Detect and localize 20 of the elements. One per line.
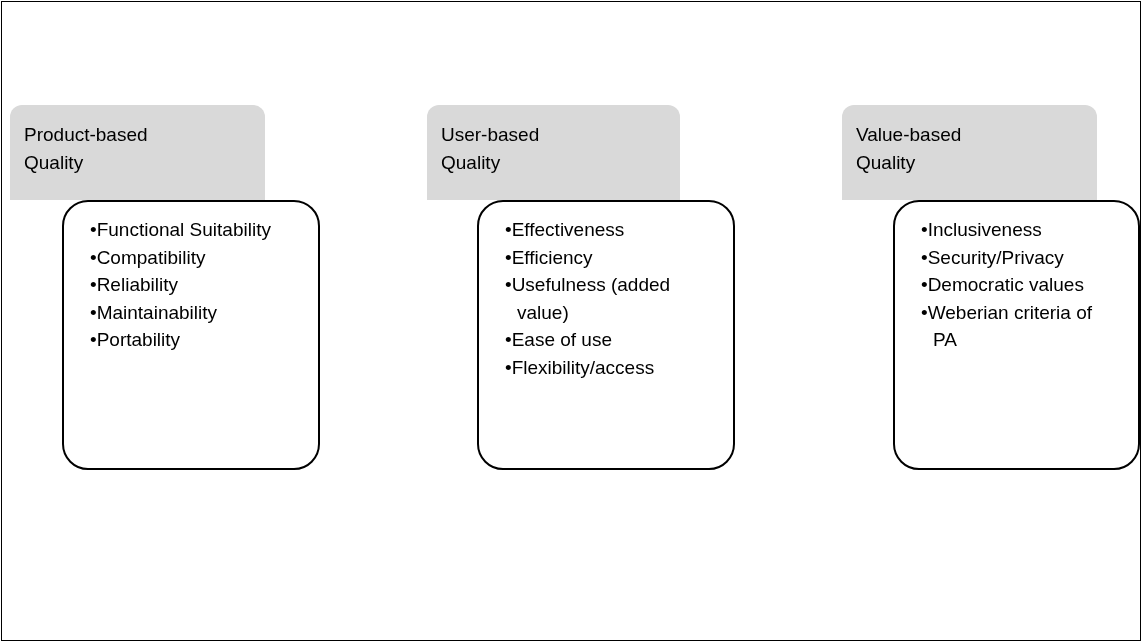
criterion-item: •Portability [90, 328, 182, 353]
criterion-item: •Inclusiveness [921, 218, 1043, 242]
criterion-item: •Effectiveness [505, 218, 626, 242]
criteria-card [62, 200, 320, 470]
criterion-item: •Security/Privacy [921, 245, 1065, 270]
criterion-item: •Usefulness (added value) [505, 273, 672, 325]
criterion-item: •Efficiency [505, 245, 594, 270]
criterion-item: •Maintainability [90, 300, 219, 325]
criteria-card [477, 200, 735, 470]
criterion-item: •Flexibility/access [505, 355, 656, 380]
criterion-item: •Ease of use [505, 328, 613, 353]
criterion-item: •Functional Suitability [90, 218, 272, 242]
criterion-item: •Democratic values [921, 273, 1085, 298]
category-header: User-based Quality [427, 105, 680, 200]
category-header: Product-based Quality [10, 105, 265, 200]
criterion-item: •Reliability [90, 273, 179, 298]
criterion-item: •Weberian criteria of PA [921, 300, 1094, 353]
criteria-card [893, 200, 1140, 470]
category-header: Value-based Quality [842, 105, 1097, 200]
criterion-item: •Compatibility [90, 245, 207, 270]
